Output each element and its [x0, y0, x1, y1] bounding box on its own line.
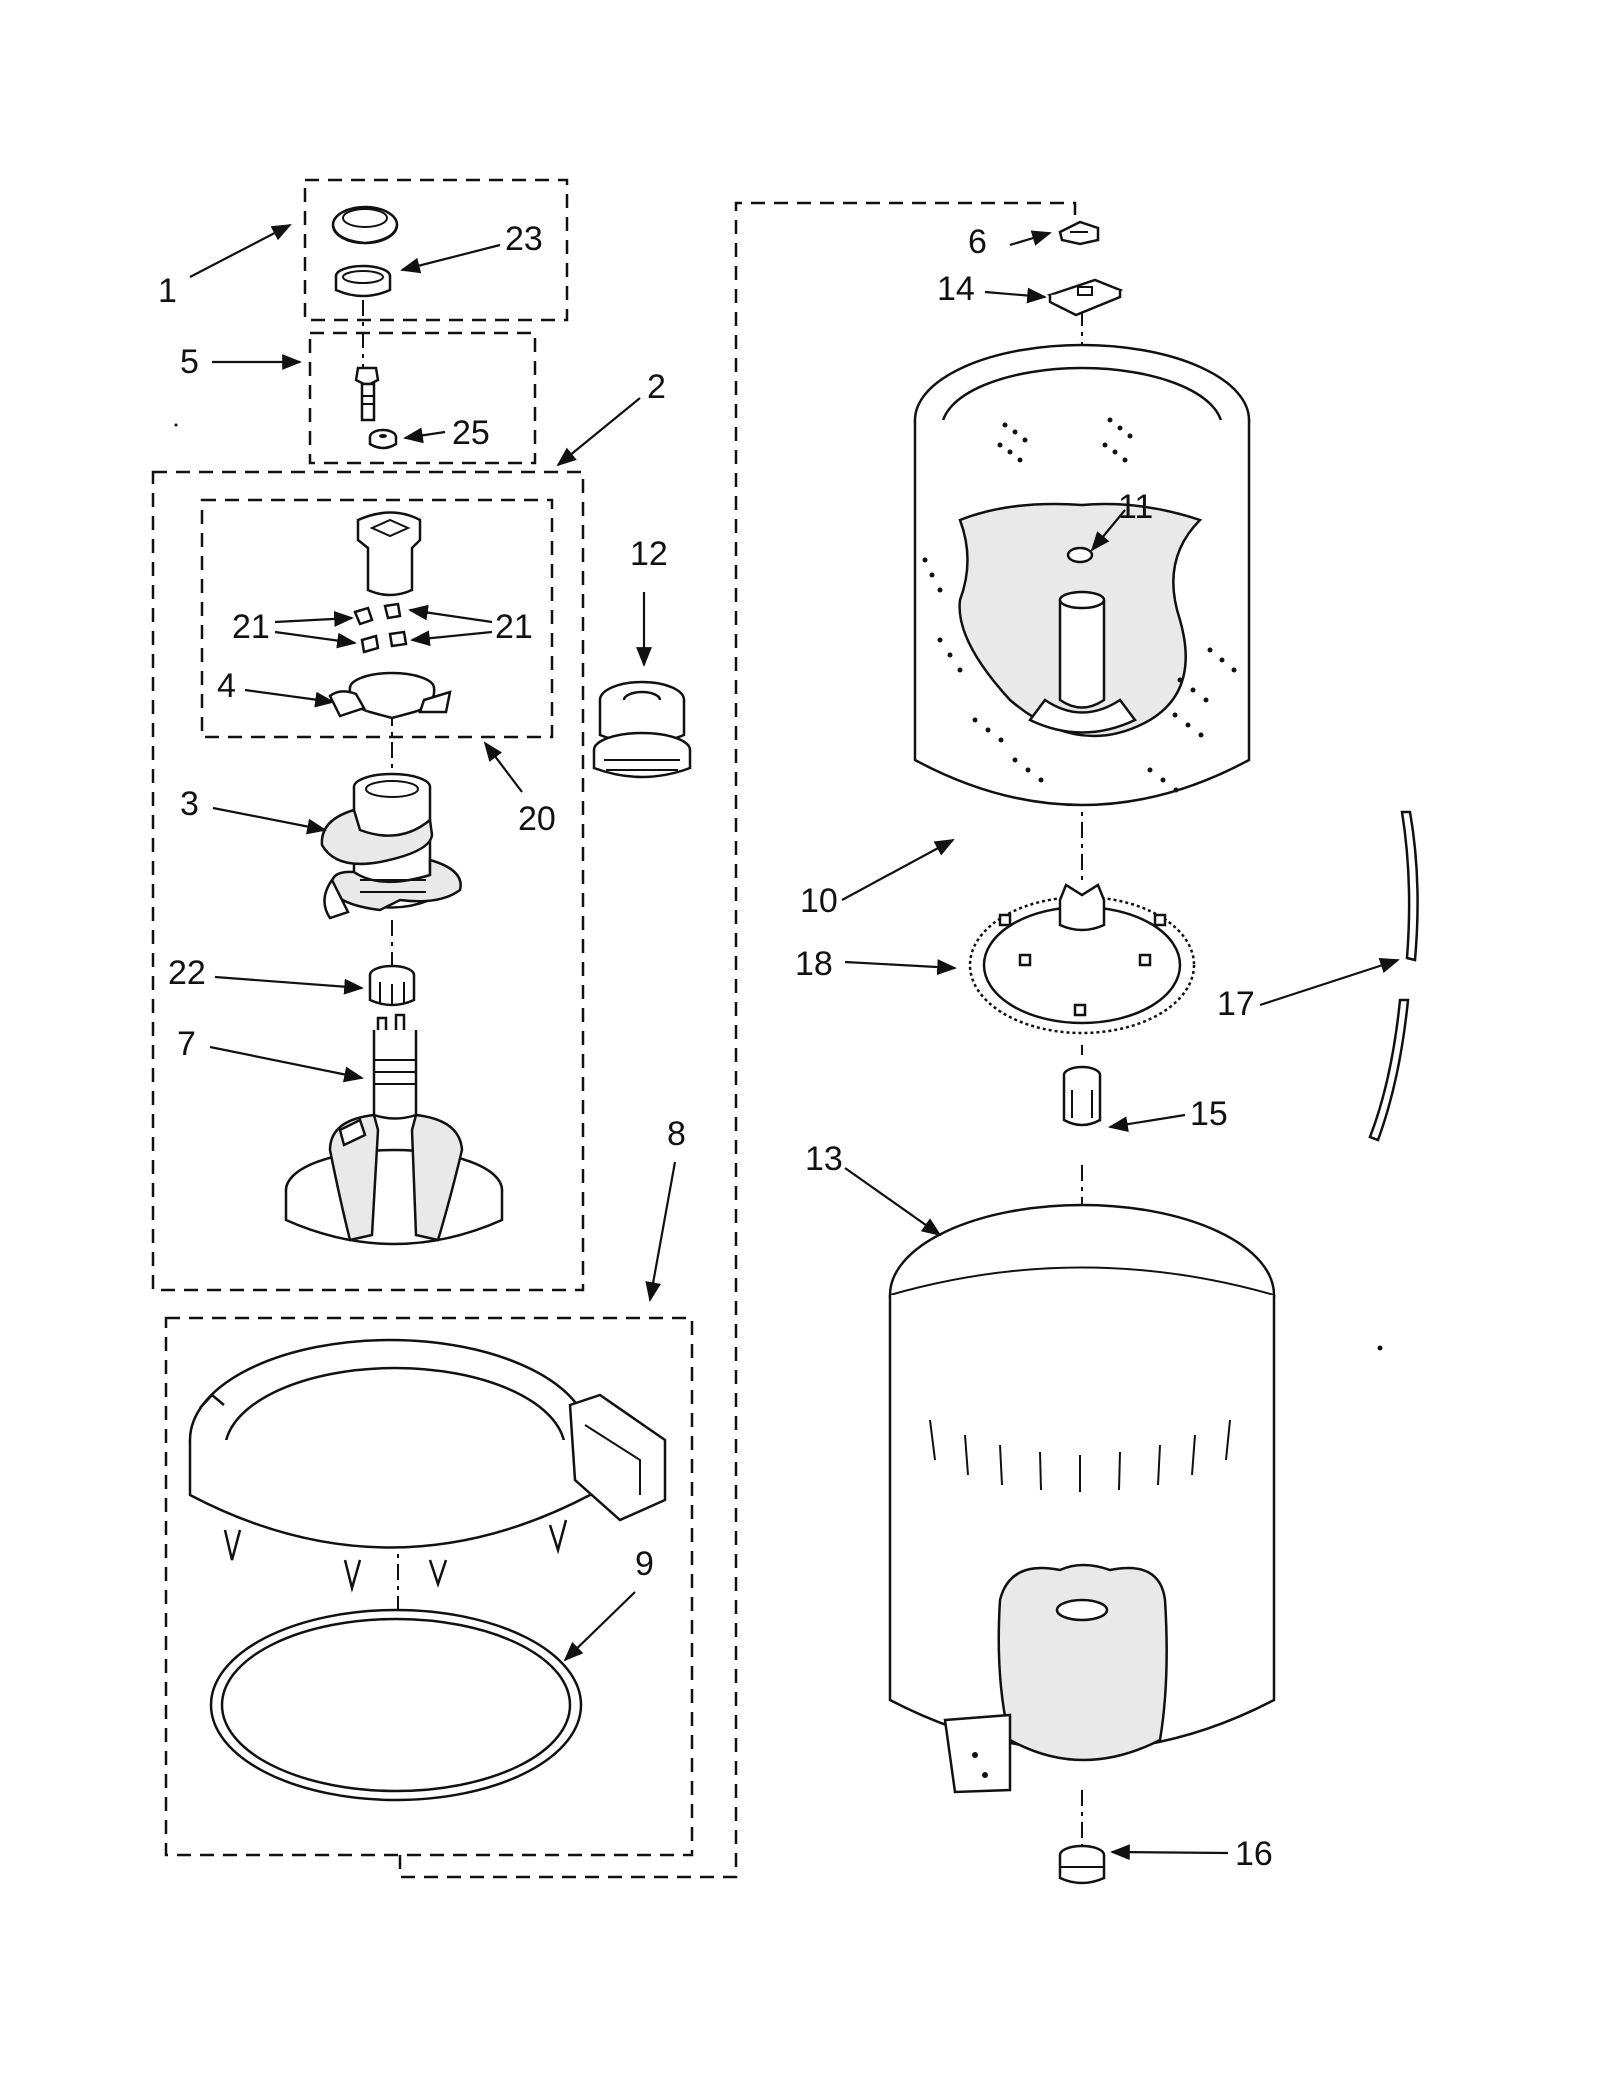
- callout-3: 3: [180, 785, 199, 823]
- leader-lines: [189, 224, 1400, 1861]
- callout-23: 23: [505, 220, 543, 258]
- drain-hose: [1368, 810, 1419, 1142]
- agitator-bolt: [354, 366, 380, 422]
- callout-21-left: 21: [232, 608, 270, 646]
- agitator-auger: [320, 772, 462, 920]
- group-box-bolt: [308, 331, 537, 465]
- tub-grommet: [1058, 1844, 1106, 1885]
- outer-tub: [888, 1203, 1276, 1794]
- group-box-agitator: [151, 470, 585, 1292]
- callout-7: 7: [177, 1025, 196, 1063]
- agitator-dogs: [353, 602, 408, 654]
- callout-18: 18: [795, 945, 833, 983]
- basket-perforations: [922, 417, 1237, 793]
- callout-22: 22: [168, 954, 206, 992]
- drive-coupling: [592, 680, 692, 779]
- callout-15: 15: [1190, 1095, 1228, 1133]
- callout-11: 11: [1118, 488, 1153, 526]
- callout-4: 4: [217, 667, 236, 705]
- callout-13: 13: [805, 1140, 843, 1178]
- callout-16: 16: [1235, 1835, 1273, 1873]
- callout-20: 20: [518, 800, 556, 838]
- callout-21-right: 21: [495, 608, 533, 646]
- callout-6: 6: [968, 223, 987, 261]
- group-box-cam-kit: [200, 498, 554, 739]
- group-box-cap: [303, 178, 569, 322]
- callout-25: 25: [452, 414, 490, 452]
- wash-basket: [913, 343, 1251, 807]
- bolt-washer: [368, 428, 398, 450]
- transmission-bearing: [368, 964, 416, 1007]
- callout-1: 1: [158, 272, 177, 310]
- callout-5: 5: [180, 343, 199, 381]
- group-connector-line: [398, 201, 1077, 1879]
- callout-9: 9: [635, 1545, 654, 1583]
- cam-drive-block: [356, 511, 422, 597]
- agitator-base: [284, 1013, 504, 1246]
- callout-10: 10: [800, 882, 838, 920]
- agitator-cap: [331, 205, 399, 245]
- callout-numbers: 1 23 5 25 2 21 21 4 20 12 3 22 7 8 9 6 1…: [158, 220, 1273, 1873]
- callout-12: 12: [630, 535, 668, 573]
- cap-seal-ring: [334, 264, 392, 298]
- basket-drive-gear: [968, 883, 1196, 1035]
- callout-8: 8: [667, 1115, 686, 1153]
- scan-speck: [1377, 1345, 1383, 1351]
- group-box-ring: [164, 1316, 694, 1857]
- drive-coupler: [1062, 1065, 1102, 1127]
- callout-14: 14: [937, 270, 975, 308]
- callout-17: 17: [1217, 985, 1255, 1023]
- basket-clip: [1058, 220, 1100, 246]
- callout-2: 2: [647, 368, 666, 406]
- agitator-cam: [328, 671, 452, 720]
- basket-drive-block: [1046, 278, 1124, 317]
- scan-speck: [174, 423, 178, 427]
- tub-ring: [188, 1338, 667, 1593]
- tub-seal-ring: [209, 1608, 583, 1802]
